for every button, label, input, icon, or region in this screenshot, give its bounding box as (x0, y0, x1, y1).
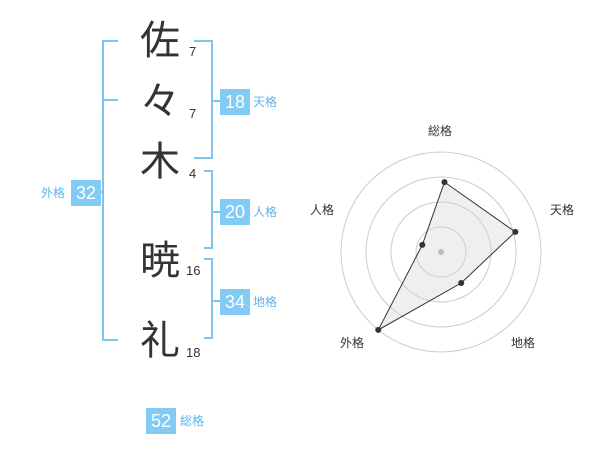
tenkaku-value: 18 (220, 89, 250, 115)
name-char-5: 礼 (140, 318, 180, 364)
radar-axis-label-jinkaku: 人格 (310, 203, 335, 217)
radar-series-polygon (377, 181, 517, 332)
name-char-1: 佐 (140, 18, 180, 64)
chikaku-bracket (204, 258, 220, 339)
radar-point-1 (441, 179, 448, 186)
gaikaku-label: 外格 (41, 186, 66, 200)
radar-center-dot (438, 249, 444, 255)
name-char-3: 木 (140, 139, 180, 185)
chikaku-value: 34 (220, 289, 250, 315)
chikaku-label: 地格 (253, 295, 278, 309)
stroke-count-2: 7 (189, 106, 197, 121)
radar-ring-1 (415, 226, 467, 278)
jinkaku-bracket (204, 170, 220, 249)
jinkaku-label: 人格 (253, 205, 278, 219)
stroke-count-4: 16 (186, 263, 201, 278)
radar-point-4 (375, 326, 382, 333)
radar-point-2 (512, 228, 519, 235)
stroke-count-5: 18 (186, 345, 201, 360)
radar-ring-4 (340, 151, 542, 353)
radar-point-3 (458, 279, 465, 286)
gaikaku-value: 32 (71, 180, 101, 206)
radar-ring-3 (365, 176, 517, 328)
tenkaku-label: 天格 (253, 95, 278, 109)
radar-axis-label-tenkaku: 天格 (550, 203, 575, 217)
soukaku-label: 総格 (180, 414, 205, 428)
soukaku-value: 52 (146, 408, 176, 434)
jinkaku-value: 20 (220, 199, 250, 225)
radar-ring-2 (390, 201, 492, 303)
tenkaku-bracket (194, 40, 220, 159)
radar-axis-label-chikaku: 地格 (511, 336, 536, 350)
stroke-count-1: 7 (189, 44, 197, 59)
radar-point-5 (419, 241, 426, 248)
radar-axis-label-soukaku: 総格 (428, 124, 453, 138)
radar-axis-label-gaikaku: 外格 (340, 336, 365, 350)
stroke-count-3: 4 (189, 166, 197, 181)
name-char-2: 々 (140, 79, 180, 125)
name-char-4: 暁 (140, 238, 180, 284)
